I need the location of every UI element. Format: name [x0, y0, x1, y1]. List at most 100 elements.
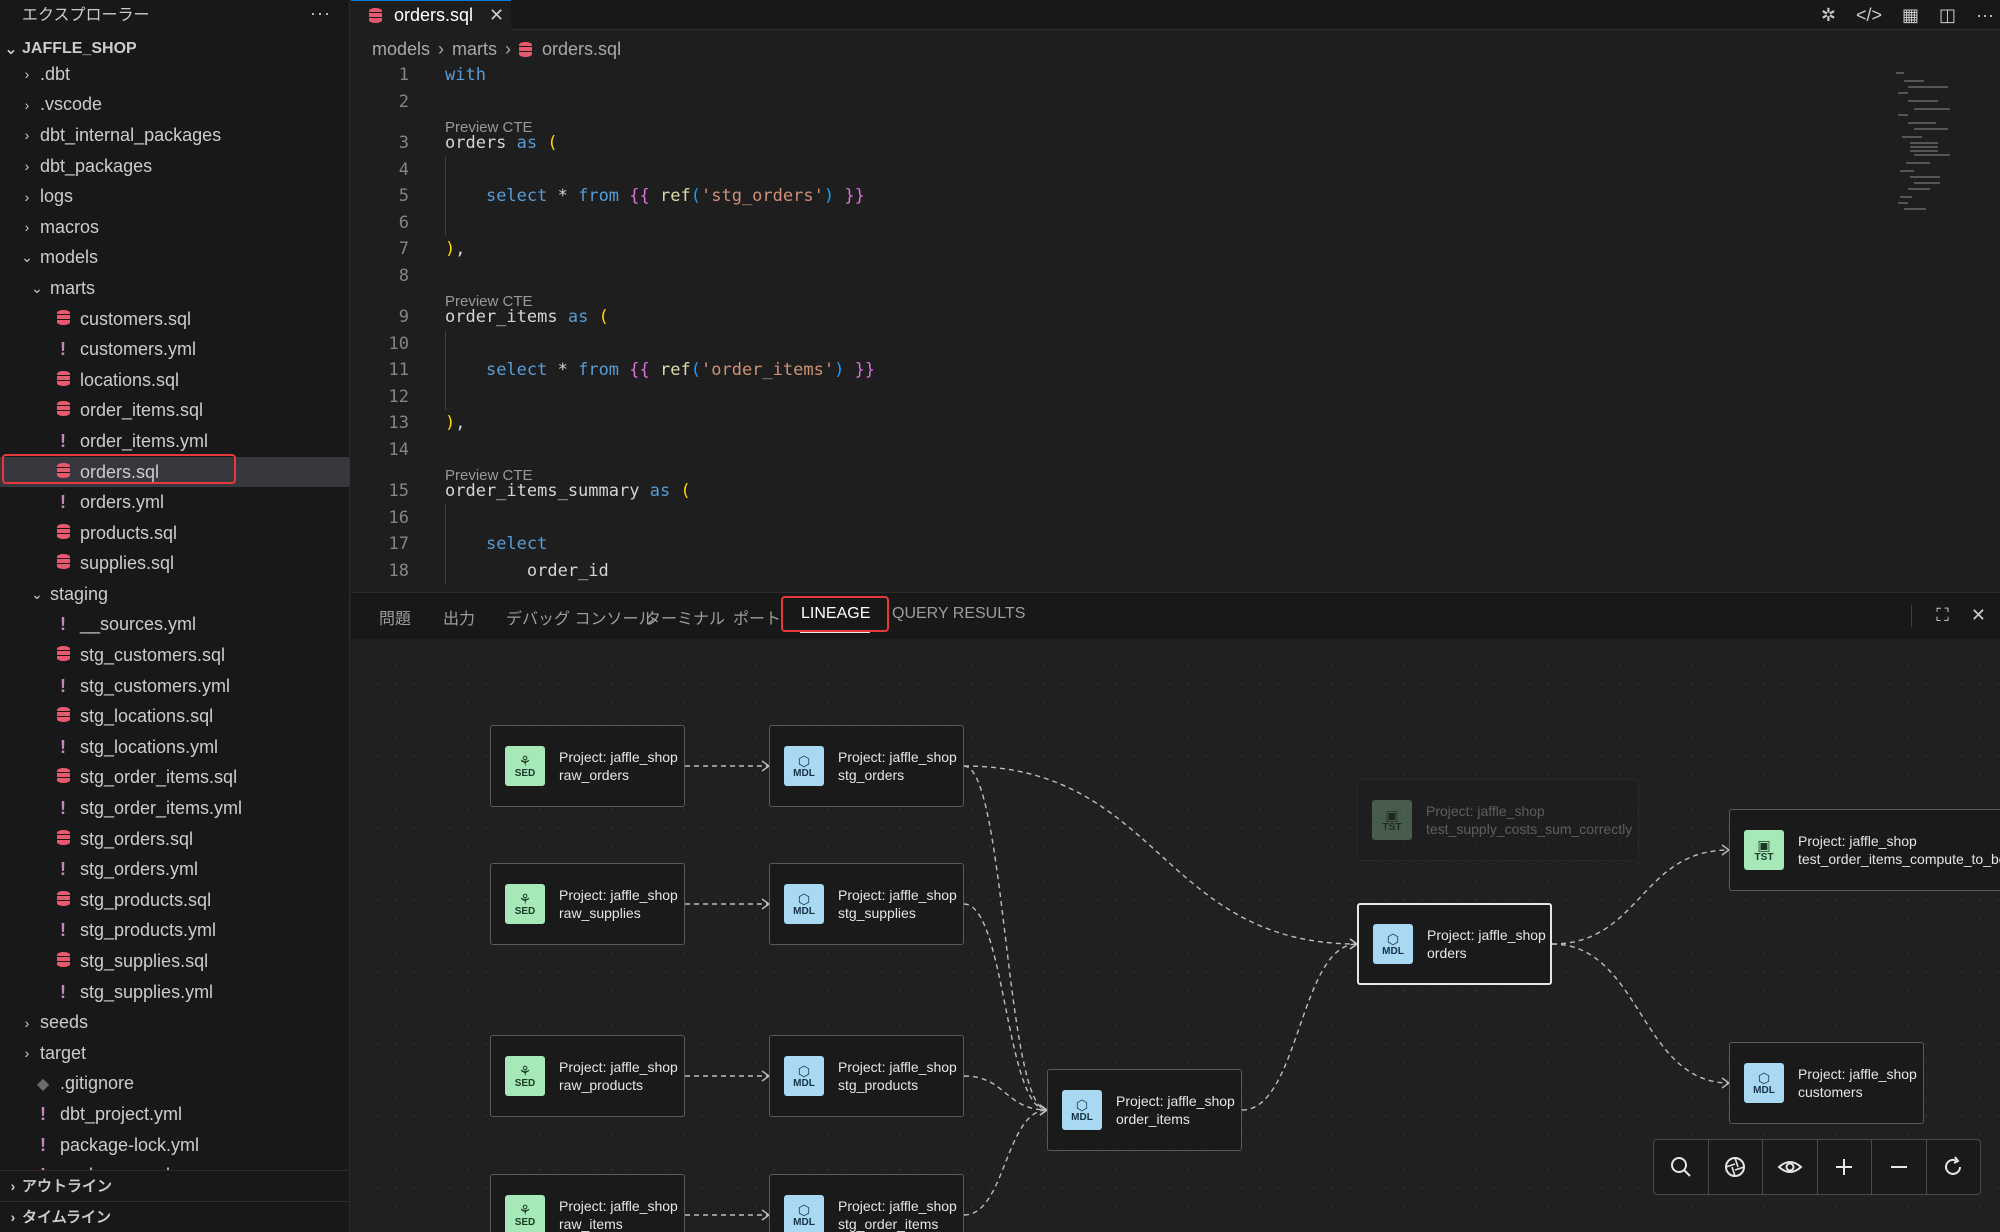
split-editor-icon[interactable]: ◫ — [1939, 4, 1957, 25]
tree-item[interactable]: stg_customers.sql — [0, 640, 350, 671]
tree-item[interactable]: !orders.yml — [0, 487, 350, 518]
tree-item[interactable]: ⌄staging — [0, 579, 350, 610]
lineage-edge — [1551, 943, 1730, 1084]
tree-item[interactable]: ›.dbt — [0, 59, 350, 90]
tree-item[interactable]: order_items.sql — [0, 396, 350, 427]
tree-item[interactable]: ⌄models — [0, 243, 350, 274]
outline-section[interactable]: › アウトライン — [0, 1170, 350, 1200]
tab-orders-sql[interactable]: orders.sql ✕ — [351, 0, 511, 30]
explorer-sidebar: エクスプローラー ··· ⌄ JAFFLE_SHOP ›.dbt›.vscode… — [0, 0, 350, 1232]
tree-item[interactable]: !stg_products.yml — [0, 916, 350, 947]
tree-item[interactable]: !packages.yml — [0, 1160, 350, 1171]
tree-item[interactable]: ›.vscode — [0, 90, 350, 121]
search-icon[interactable] — [1654, 1140, 1709, 1194]
preview-cte-lens[interactable]: Preview CTE — [445, 467, 533, 484]
eye-icon[interactable] — [1763, 1140, 1818, 1194]
tab-query-results[interactable]: QUERY RESULTS — [892, 605, 1026, 622]
tree-item[interactable]: ⌄marts — [0, 273, 350, 304]
tree-item[interactable]: ›dbt_packages — [0, 151, 350, 182]
tree-item[interactable]: !__sources.yml — [0, 610, 350, 641]
node-symbol: ⚘ — [518, 752, 532, 769]
tab-output[interactable]: 出力 — [443, 611, 476, 628]
code-text: order_items as ( — [445, 307, 609, 327]
timeline-section[interactable]: › タイムライン — [0, 1201, 350, 1231]
close-tab-icon[interactable]: ✕ — [489, 5, 505, 25]
close-panel-icon[interactable]: ✕ — [1970, 605, 1986, 625]
more-actions-icon[interactable]: ··· — [310, 2, 331, 23]
tree-item[interactable]: stg_order_items.sql — [0, 763, 350, 794]
more-actions-icon[interactable]: ··· — [1976, 4, 1994, 25]
tree-item[interactable]: locations.sql — [0, 365, 350, 396]
tree-item-label: stg_customers.sql — [80, 645, 226, 666]
tab-terminal[interactable]: ターミナル — [645, 611, 726, 628]
refresh-icon[interactable] — [1927, 1140, 1981, 1194]
minimap[interactable] — [1890, 62, 2000, 222]
tree-item[interactable]: orders.sql — [0, 456, 350, 488]
node-name: stg_products — [838, 1077, 919, 1093]
breadcrumb-item-marts[interactable]: marts — [452, 38, 498, 59]
tree-item[interactable]: !stg_supplies.yml — [0, 977, 350, 1008]
tree-item[interactable]: stg_locations.sql — [0, 701, 350, 732]
tree-item[interactable]: !package-lock.yml — [0, 1130, 350, 1161]
tree-item[interactable]: ◆.gitignore — [0, 1069, 350, 1100]
tab-problems[interactable]: 問題 — [379, 611, 412, 628]
tab-debug-console[interactable]: デバッグ コンソール — [506, 611, 655, 628]
tree-item[interactable]: stg_orders.sql — [0, 824, 350, 855]
tree-item[interactable]: !customers.yml — [0, 334, 350, 365]
line-number: 16 — [388, 507, 409, 528]
code-icon[interactable]: </> — [1855, 4, 1882, 25]
database-file-icon — [52, 645, 74, 666]
table-icon[interactable]: ▦ — [1901, 4, 1919, 25]
tree-item[interactable]: ›dbt_internal_packages — [0, 120, 350, 151]
tab-lineage[interactable]: LINEAGE — [801, 605, 871, 622]
tree-item[interactable]: ›target — [0, 1038, 350, 1069]
tree-item[interactable]: products.sql — [0, 518, 350, 549]
tree-item[interactable]: ›logs — [0, 181, 350, 212]
tree-item[interactable]: stg_products.sql — [0, 885, 350, 916]
tree-item[interactable]: !order_items.yml — [0, 426, 350, 457]
tree-item[interactable]: !stg_customers.yml — [0, 671, 350, 702]
zoom-out-icon[interactable] — [1872, 1140, 1927, 1194]
tree-item[interactable]: ›seeds — [0, 1007, 350, 1038]
tree-item[interactable]: !stg_orders.yml — [0, 854, 350, 885]
breadcrumb-item-models[interactable]: models — [372, 38, 431, 59]
maximize-panel-icon[interactable]: ⛶ — [1936, 605, 1949, 625]
preview-cte-lens[interactable]: Preview CTE — [445, 293, 533, 310]
tree-item[interactable]: customers.sql — [0, 304, 350, 335]
tree-item[interactable]: !stg_locations.yml — [0, 732, 350, 763]
bracket: {{ — [629, 360, 650, 381]
tree-item-label: .gitignore — [60, 1073, 135, 1094]
explorer-title: エクスプローラー — [22, 7, 150, 24]
aperture-icon[interactable] — [1709, 1140, 1763, 1194]
breadcrumb-item-file[interactable]: orders.sql — [542, 38, 622, 59]
node-name: customers — [1798, 1084, 1863, 1100]
tree-item[interactable]: supplies.sql — [0, 549, 350, 580]
tree-item[interactable]: !stg_order_items.yml — [0, 793, 350, 824]
zoom-in-icon[interactable] — [1818, 1140, 1872, 1194]
tree-item[interactable]: !dbt_project.yml — [0, 1099, 350, 1130]
tree-item[interactable]: stg_supplies.sql — [0, 946, 350, 977]
tab-ports[interactable]: ポート — [733, 611, 782, 628]
tree-item[interactable]: ›macros — [0, 212, 350, 243]
lineage-edge — [963, 1075, 1048, 1111]
dbt-icon[interactable]: ✲ — [1820, 4, 1836, 25]
tree-item-label: customers.sql — [80, 308, 192, 329]
preview-cte-lens[interactable]: Preview CTE — [445, 119, 533, 136]
root-folder[interactable]: ⌄ JAFFLE_SHOP — [0, 36, 350, 62]
